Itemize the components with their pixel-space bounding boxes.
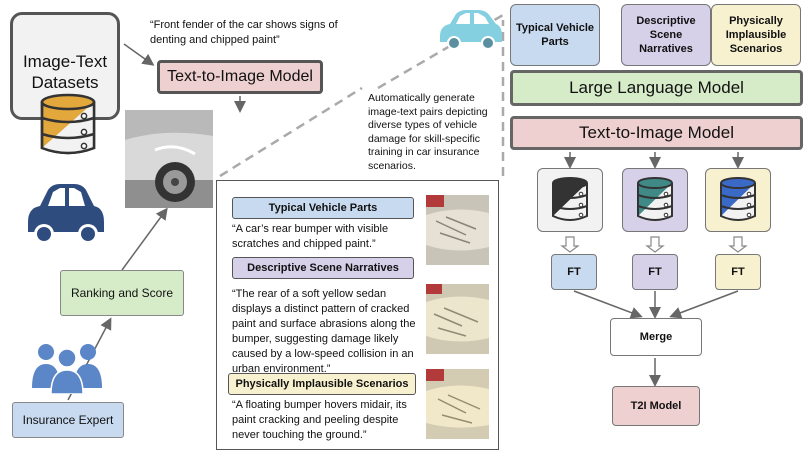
- ft-label: FT: [731, 266, 745, 278]
- text-to-image-model-left-label: Text-to-Image Model: [167, 68, 313, 85]
- category-label-implausible: Physically Implausible Scenarios: [228, 373, 416, 395]
- prompt-quote: “Front fender of the car shows signs of …: [150, 19, 338, 46]
- damage-thumbnail: [426, 369, 489, 439]
- ranking-and-score-box: Ranking and Score: [60, 270, 184, 316]
- category-label-typical: Typical Vehicle Parts: [232, 197, 414, 219]
- category-label-implausible-text: Physically Implausible Scenarios: [235, 378, 409, 390]
- text-to-image-model-right-label: Text-to-Image Model: [579, 123, 734, 142]
- people-icon: [32, 344, 102, 394]
- car-icon: [28, 184, 104, 244]
- ft-label: FT: [648, 266, 662, 278]
- image-text-datasets-label: Image-Text Datasets: [22, 52, 108, 92]
- insurance-expert-box: Insurance Expert: [12, 402, 124, 438]
- category-box-typical: Typical Vehicle Parts: [510, 4, 600, 66]
- category-label-typical-text: Typical Vehicle Parts: [268, 202, 378, 214]
- dataset-box-implausible: [705, 168, 771, 232]
- category-box-typical-label: Typical Vehicle Parts: [515, 22, 595, 48]
- ft-label: FT: [567, 266, 581, 278]
- damage-thumbnail: [426, 284, 489, 354]
- category-box-descriptive: Descriptive Scene Narratives: [621, 4, 711, 66]
- ft-box-typical: FT: [551, 254, 597, 290]
- example-text-typical: “A car’s rear bumper with visible scratc…: [232, 223, 389, 250]
- ft-box-implausible: FT: [715, 254, 761, 290]
- dataset-box-typical: [537, 168, 603, 232]
- database-icon: [720, 177, 756, 221]
- t2i-model-label: T2I Model: [630, 400, 682, 412]
- category-box-implausible-label: Physically Implausible Scenarios: [725, 15, 787, 55]
- large-language-model-box: Large Language Model: [510, 70, 803, 106]
- ranking-and-score-label: Ranking and Score: [70, 286, 174, 300]
- category-label-descriptive-text: Descriptive Scene Narratives: [247, 262, 399, 274]
- insurance-expert-label: Insurance Expert: [22, 413, 114, 427]
- category-box-descriptive-label: Descriptive Scene Narratives: [636, 15, 696, 55]
- text-to-image-model-left: Text-to-Image Model: [157, 60, 323, 94]
- damage-thumbnail: [426, 195, 489, 265]
- car-photo: [125, 110, 213, 208]
- merge-label: Merge: [639, 331, 673, 343]
- car-icon-cyan: [440, 10, 502, 50]
- database-icon: [40, 93, 96, 155]
- merge-box: Merge: [610, 318, 702, 356]
- dataset-box-descriptive: [622, 168, 688, 232]
- image-text-datasets-box: Image-Text Datasets: [10, 12, 120, 120]
- example-text-descriptive: “The rear of a soft yellow sedan display…: [232, 288, 416, 375]
- example-text-implausible: “A floating bumper hovers midair, its pa…: [232, 399, 407, 441]
- text-to-image-model-right: Text-to-Image Model: [510, 116, 803, 150]
- auto-generate-description: Automatically generate image-text pairs …: [368, 92, 488, 172]
- database-icon: [552, 177, 588, 221]
- large-language-model-label: Large Language Model: [569, 78, 744, 97]
- t2i-model-box: T2I Model: [612, 386, 700, 426]
- category-box-implausible: Physically Implausible Scenarios: [711, 4, 801, 66]
- ft-box-descriptive: FT: [632, 254, 678, 290]
- database-icon: [637, 177, 673, 221]
- category-label-descriptive: Descriptive Scene Narratives: [232, 257, 414, 279]
